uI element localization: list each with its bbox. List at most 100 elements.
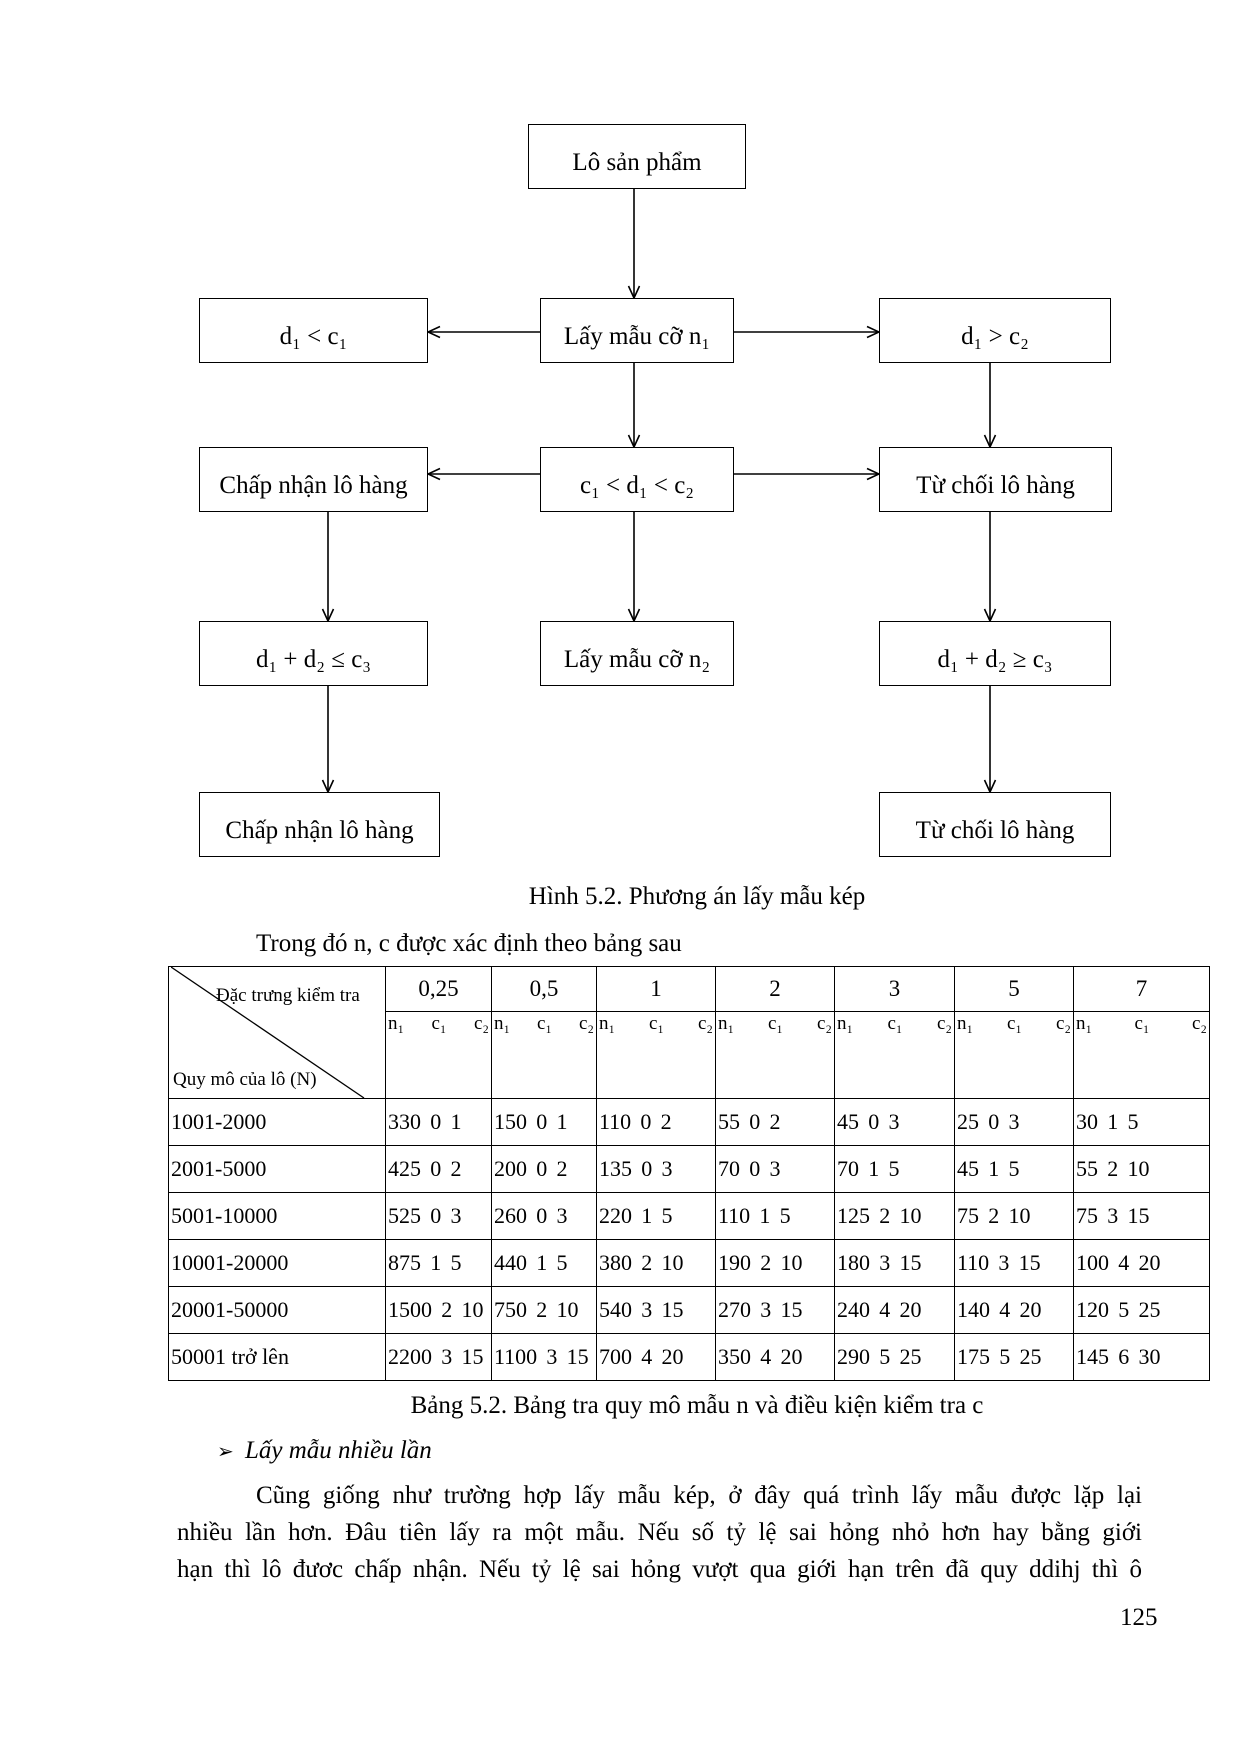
accept-number-c1: 4 xyxy=(641,1344,653,1369)
column-header-inspection-level: 2 xyxy=(715,965,835,1013)
reject-number-c2: 3 xyxy=(450,1203,462,1228)
node-label: Chấp nhận lô hàng xyxy=(225,816,414,844)
reject-number-c2: 10 xyxy=(556,1297,579,1322)
row-label-lot-size: 5001-10000 xyxy=(168,1192,386,1240)
reject-number-c2: 20 xyxy=(899,1297,922,1322)
row-label-lot-size: 10001-20000 xyxy=(168,1239,386,1287)
reject-number-c2: 10 xyxy=(1008,1203,1031,1228)
sample-size-n1: 190 xyxy=(718,1250,751,1275)
reject-number-c2: 10 xyxy=(461,1297,484,1322)
sample-size-n1: 330 xyxy=(388,1109,421,1134)
accept-number-c1: 2 xyxy=(1107,1156,1119,1181)
row-label-lot-size: 50001 trở lên xyxy=(168,1333,386,1381)
subheader-label: c₂ xyxy=(1191,1013,1207,1035)
reject-number-c2: 3 xyxy=(1008,1109,1020,1134)
reject-number-c2: 2 xyxy=(769,1109,781,1134)
subheader-label: n₁ xyxy=(837,1013,854,1035)
accept-number-c1: 0 xyxy=(536,1109,548,1134)
node-d1-less-than-c1: d₁ < c₁ xyxy=(199,298,428,363)
column-header-inspection-level: 0,5 xyxy=(491,965,597,1013)
accept-number-c1: 5 xyxy=(999,1344,1011,1369)
paragraph-line: Cũng giống như trường hợp lấy mẫu kép, ở… xyxy=(256,1482,1142,1509)
reject-number-c2: 2 xyxy=(556,1156,568,1181)
row-label-lot-size: 1001-2000 xyxy=(168,1098,386,1146)
accept-number-c1: 0 xyxy=(988,1109,1000,1134)
sample-size-n1: 875 xyxy=(388,1250,421,1275)
accept-number-c1: 1 xyxy=(536,1250,548,1275)
page-number: 125 xyxy=(1120,1604,1158,1631)
column-header-inspection-level: 3 xyxy=(834,965,955,1013)
reject-number-c2: 3 xyxy=(556,1203,568,1228)
reject-number-c2: 10 xyxy=(780,1250,803,1275)
accept-number-c1: 0 xyxy=(536,1203,548,1228)
sample-size-n1: 440 xyxy=(494,1250,527,1275)
sample-size-n1: 240 xyxy=(837,1297,870,1322)
accept-number-c1: 2 xyxy=(536,1297,548,1322)
accept-number-c1: 0 xyxy=(640,1109,652,1134)
sample-size-n1: 120 xyxy=(1076,1297,1109,1322)
accept-number-c1: 1 xyxy=(868,1156,880,1181)
table-corner-header: Đặc trưng kiểm tra Quy mô của lô (N) xyxy=(168,966,386,1099)
reject-number-c2: 30 xyxy=(1138,1344,1161,1369)
corner-diagonal-line xyxy=(171,967,365,1098)
section-heading-text: Lấy mẫu nhiều lần xyxy=(245,1437,432,1464)
node-label: d₁ + d₂ ≥ c₃ xyxy=(937,645,1053,673)
accept-number-c1: 0 xyxy=(536,1156,548,1181)
accept-number-c1: 5 xyxy=(879,1344,891,1369)
accept-number-c1: 2 xyxy=(988,1203,1000,1228)
accept-number-c1: 1 xyxy=(641,1203,653,1228)
sample-size-n1: 135 xyxy=(599,1156,632,1181)
accept-number-c1: 2 xyxy=(879,1203,891,1228)
subheader-label: n₁ xyxy=(1076,1013,1093,1035)
sample-size-n1: 290 xyxy=(837,1344,870,1369)
node-reject-lot: Từ chối lô hàng xyxy=(879,447,1112,512)
reject-number-c2: 5 xyxy=(661,1203,673,1228)
node-sample-size-n2: Lấy mẫu cỡ n₂ xyxy=(540,621,734,686)
sample-size-n1: 70 xyxy=(837,1156,859,1181)
corner-label-lot-size: Quy mô của lô (N) xyxy=(173,1069,317,1090)
reject-number-c2: 5 xyxy=(888,1156,900,1181)
sample-size-n1: 425 xyxy=(388,1156,421,1181)
sample-size-n1: 75 xyxy=(1076,1203,1098,1228)
reject-number-c2: 15 xyxy=(1018,1250,1041,1275)
node-accept-lot: Chấp nhận lô hàng xyxy=(199,447,428,512)
subheader-label: n₁ xyxy=(599,1013,616,1035)
sample-size-n1: 25 xyxy=(957,1109,979,1134)
accept-number-c1: 0 xyxy=(749,1109,761,1134)
accept-number-c1: 1 xyxy=(1107,1109,1119,1134)
node-label: d₁ > c₂ xyxy=(961,322,1029,350)
node-sample-size-n1: Lấy mẫu cỡ n₁ xyxy=(540,298,734,363)
sample-size-n1: 220 xyxy=(599,1203,632,1228)
sample-size-n1: 45 xyxy=(837,1109,859,1134)
reject-number-c2: 15 xyxy=(661,1297,684,1322)
reject-number-c2: 10 xyxy=(899,1203,922,1228)
accept-number-c1: 2 xyxy=(760,1250,772,1275)
arrow-bullet-icon xyxy=(217,1436,245,1466)
